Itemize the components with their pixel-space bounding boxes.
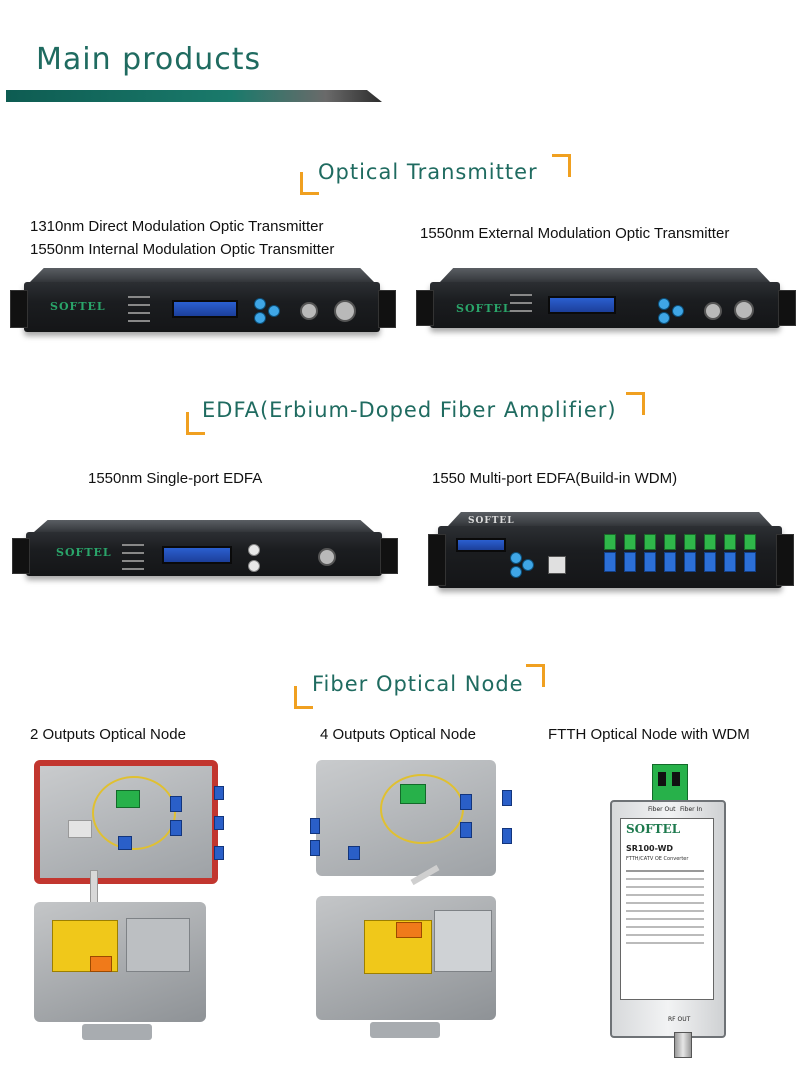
section-bracket-left — [186, 412, 205, 435]
product-label-edfa-2: 1550 Multi-port EDFA(Build-in WDM) — [432, 470, 678, 487]
product-label-node-3: FTTH Optical Node with WDM — [548, 726, 750, 743]
product-label-edfa-1: 1550nm Single-port EDFA — [88, 470, 263, 487]
section-bracket-right — [526, 664, 545, 687]
rf-port — [300, 302, 318, 320]
section-title-edfa: EDFA(Erbium-Doped Fiber Amplifier) — [202, 398, 617, 422]
lcd-display — [172, 300, 238, 318]
title-underline — [6, 90, 382, 102]
product-image-transmitter-1: SOFTEL — [10, 268, 396, 338]
rf-connector — [674, 1032, 692, 1058]
lcd-display — [548, 296, 616, 314]
section-bracket-right — [626, 392, 645, 415]
panel-button — [254, 312, 266, 324]
section-bracket-right — [552, 154, 571, 177]
panel-button — [268, 305, 280, 317]
product-label-transmitter-2: 1550nm External Modulation Optic Transmi… — [420, 225, 730, 242]
panel-button — [248, 544, 260, 556]
product-label-transmitter-1b: 1550nm Internal Modulation Optic Transmi… — [30, 241, 335, 258]
product-image-edfa-1: SOFTEL — [12, 520, 398, 580]
product-image-edfa-2: SOFTEL — [428, 512, 794, 592]
product-image-node-1 — [30, 760, 230, 1050]
section-title-transmitter: Optical Transmitter — [318, 160, 538, 184]
brand-logo: SOFTEL — [456, 302, 512, 315]
optical-port — [318, 548, 336, 566]
panel-button — [248, 560, 260, 572]
section-title-node: Fiber Optical Node — [312, 672, 524, 696]
ftth-fiber-in-label: Fiber In — [680, 806, 703, 813]
rf-port — [704, 302, 722, 320]
page-title: Main products — [36, 42, 262, 77]
product-label-transmitter-1a: 1310nm Direct Modulation Optic Transmitt… — [30, 218, 324, 235]
brand-logo: SOFTEL — [56, 546, 112, 559]
ftth-fiber-out-label: Fiber Out — [648, 806, 676, 813]
brand-logo: SOFTEL — [468, 516, 515, 526]
product-label-node-2: 4 Outputs Optical Node — [320, 726, 476, 743]
ftth-rf-out-label: RF OUT — [668, 1016, 691, 1023]
panel-button — [658, 298, 670, 310]
product-label-node-1: 2 Outputs Optical Node — [30, 726, 186, 743]
product-image-node-2 — [310, 760, 522, 1050]
panel-button — [658, 312, 670, 324]
panel-button — [254, 298, 266, 310]
optical-port — [734, 300, 754, 320]
ftth-brand: SOFTEL — [626, 822, 681, 836]
panel-button — [510, 552, 522, 564]
panel-button — [672, 305, 684, 317]
product-image-node-3: Fiber Out Fiber In SOFTEL SR100-WD FTTH/… — [606, 764, 726, 1064]
network-port — [548, 556, 566, 574]
panel-button — [510, 566, 522, 578]
section-bracket-left — [300, 172, 319, 195]
panel-button — [522, 559, 534, 571]
optical-port — [334, 300, 356, 322]
ftth-subtitle: FTTH/CATV OE Converter — [626, 856, 689, 862]
section-bracket-left — [294, 686, 313, 709]
product-image-transmitter-2: SOFTEL — [416, 268, 796, 334]
lcd-display — [162, 546, 232, 564]
lcd-display — [456, 538, 506, 552]
brand-logo: SOFTEL — [50, 300, 106, 313]
ftth-model: SR100-WD — [626, 844, 674, 853]
